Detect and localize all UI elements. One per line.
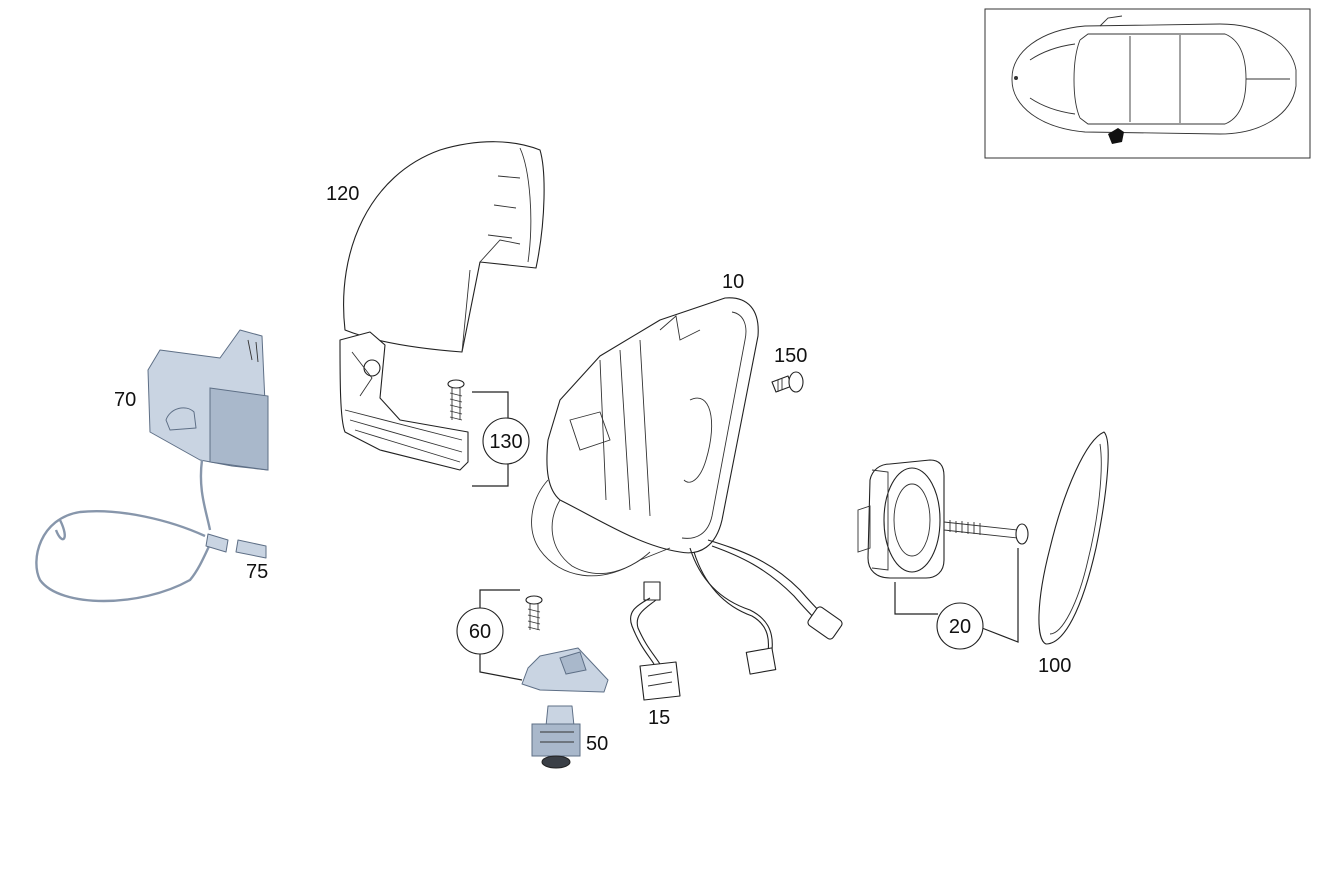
- callout-20: 20: [949, 616, 971, 638]
- callout-150: 150: [774, 345, 807, 367]
- mirror-actuator: [857, 459, 945, 579]
- clip-150: [771, 371, 804, 393]
- sub-harness-15: [630, 581, 681, 701]
- turn-signal-lamp: [339, 331, 469, 471]
- camera-bracket: [35, 329, 269, 603]
- callout-50: 50: [586, 733, 608, 755]
- callout-130: 130: [489, 431, 522, 453]
- camera-mount: [521, 647, 609, 693]
- callout-circle-130: 130: [482, 417, 530, 465]
- mirror-cap-cover: [343, 141, 545, 353]
- highlighted-mirror-marker: [1108, 128, 1124, 144]
- screw-20: [943, 520, 1029, 545]
- leader-60: [479, 589, 523, 681]
- wiring-harness: [689, 539, 843, 675]
- side-camera: [531, 705, 581, 769]
- screw-60: [525, 595, 543, 631]
- callout-circle-20: 20: [936, 602, 984, 650]
- mirror-assembly-base: [531, 297, 759, 577]
- vehicle-locator-inset: [984, 8, 1311, 159]
- callout-70: 70: [114, 389, 136, 411]
- callout-10: 10: [722, 271, 744, 293]
- screw-130: [447, 379, 465, 421]
- mirror-glass: [1038, 431, 1109, 645]
- callout-75: 75: [246, 561, 268, 583]
- callout-15: 15: [648, 707, 670, 729]
- connector-75: [205, 533, 267, 559]
- leader-20: [894, 548, 1019, 643]
- callout-circle-60: 60: [456, 607, 504, 655]
- car-top-view-icon: [1011, 15, 1297, 144]
- callout-120: 120: [326, 183, 359, 205]
- callout-labels: 10 15 50 70 75 100 120 150 130 60 20: [114, 183, 1071, 755]
- callout-60: 60: [469, 621, 491, 643]
- callout-100: 100: [1038, 655, 1071, 677]
